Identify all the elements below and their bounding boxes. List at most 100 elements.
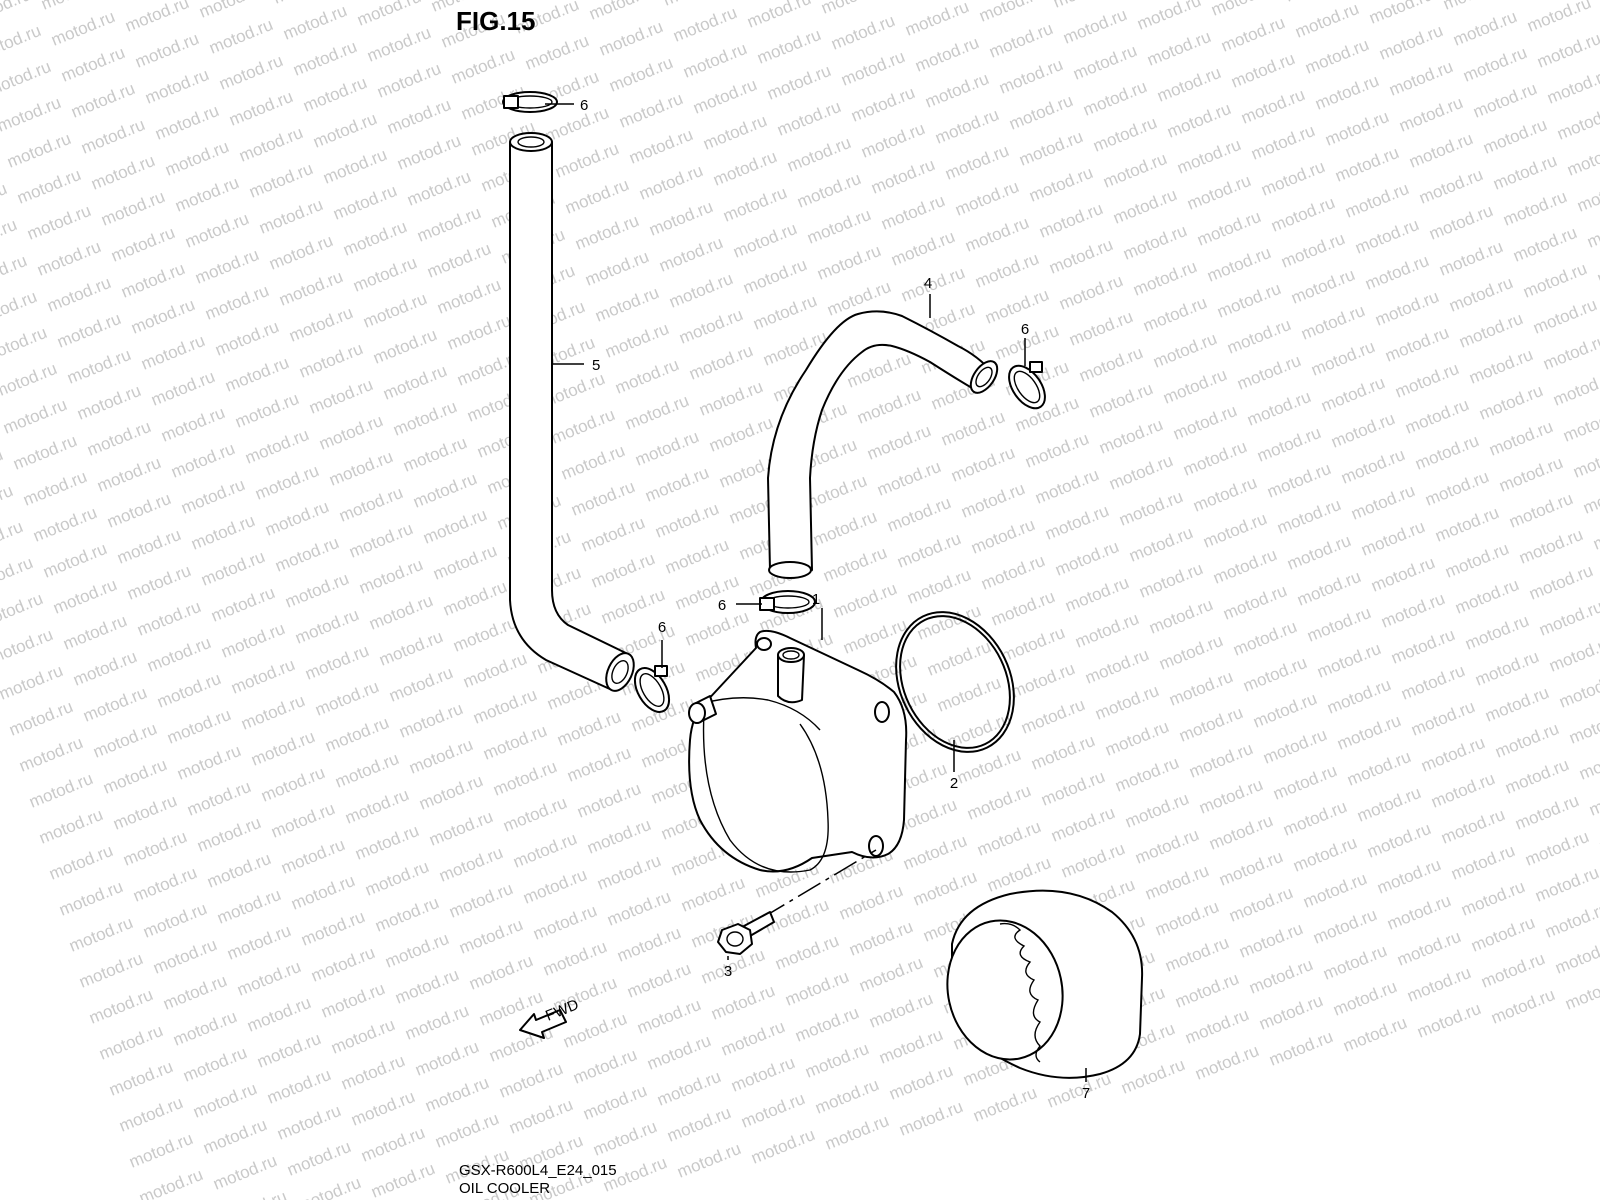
watermark-text: motod.ru	[1184, 171, 1253, 214]
watermark-text: motod.ru	[642, 463, 711, 506]
watermark-text: motod.ru	[690, 75, 759, 118]
watermark-text: motod.ru	[0, 589, 46, 632]
o-ring[interactable]	[874, 592, 1037, 771]
watermark-text: motod.ru	[160, 971, 229, 1014]
watermark-text: motod.ru	[394, 131, 463, 174]
watermark-text: motod.ru	[356, 555, 425, 598]
watermark-text: motod.ru	[686, 341, 755, 384]
clamp-upper-right[interactable]	[1002, 359, 1052, 414]
clamp-middle[interactable]	[759, 590, 816, 614]
watermark-text: motod.ru	[490, 757, 559, 800]
watermark-text: motod.ru	[1594, 245, 1600, 288]
watermark-text: motod.ru	[810, 507, 879, 550]
watermark-text: motod.ru	[1236, 919, 1305, 962]
watermark-text: motod.ru	[572, 211, 641, 254]
hose-upper[interactable]	[767, 310, 1003, 579]
watermark-text: motod.ru	[234, 957, 303, 1000]
watermark-text: motod.ru	[144, 633, 213, 676]
watermark-text: motod.ru	[1382, 323, 1451, 366]
callout-number-hose-clamp[interactable]: 6	[718, 597, 726, 614]
callout-number-oil-cooler-hose-upper[interactable]: 4	[924, 275, 932, 292]
callout-number-bolt[interactable]: 3	[724, 963, 732, 980]
watermark-text: motod.ru	[0, 323, 50, 366]
oil-cooler[interactable]	[688, 629, 908, 873]
watermark-text: motod.ru	[214, 885, 283, 928]
watermark-text: motod.ru	[1458, 877, 1527, 920]
watermark-text: motod.ru	[972, 249, 1041, 292]
callout-number-oil-cooler-hose-long[interactable]: 5	[592, 357, 600, 374]
callout-number-oil-filter[interactable]: 7	[1082, 1085, 1090, 1102]
watermark-text: motod.ru	[884, 493, 953, 536]
watermark-text: motod.ru	[1244, 387, 1313, 430]
watermark-text: motod.ru	[1486, 417, 1555, 460]
watermark-text: motod.ru	[196, 0, 265, 22]
oil-filter[interactable]	[935, 889, 1144, 1079]
watermark-text: motod.ru	[16, 733, 85, 776]
watermark-text: motod.ru	[390, 397, 459, 440]
watermark-text: motod.ru	[830, 579, 899, 622]
watermark-text: motod.ru	[4, 129, 73, 172]
watermark-text: motod.ru	[740, 255, 809, 298]
watermark-text: motod.ru	[0, 93, 64, 136]
watermark-text: motod.ru	[874, 457, 943, 500]
watermark-text: motod.ru	[0, 21, 44, 64]
watermark-text: motod.ru	[894, 529, 963, 572]
callout-number-hose-clamp[interactable]: 6	[658, 619, 666, 636]
watermark-text: motod.ru	[1102, 717, 1171, 760]
watermark-text: motod.ru	[1266, 1027, 1335, 1070]
watermark-text: motod.ru	[1322, 107, 1391, 150]
clamp-top[interactable]	[502, 91, 558, 113]
watermark-text: motod.ru	[812, 1075, 881, 1118]
watermark-text: motod.ru	[606, 53, 675, 96]
callout-number-hose-clamp[interactable]: 6	[1021, 321, 1029, 338]
watermark-text: motod.ru	[326, 447, 395, 490]
watermark-text: motod.ru	[1058, 839, 1127, 882]
watermark-text: motod.ru	[710, 147, 779, 190]
callout-number-hose-clamp[interactable]: 6	[580, 97, 588, 114]
watermark-text: motod.ru	[184, 777, 253, 820]
callout-number-o-ring[interactable]: 2	[950, 775, 958, 792]
watermark-text: motod.ru	[440, 577, 509, 620]
watermark-text: motod.ru	[284, 1137, 353, 1180]
watermark-text: motod.ru	[1302, 35, 1371, 78]
watermark-text: motod.ru	[354, 0, 423, 30]
watermark-text: motod.ru	[352, 821, 421, 864]
hose-long[interactable]	[509, 132, 639, 695]
watermark-text: motod.ru	[696, 377, 765, 420]
watermark-text: motod.ru	[444, 311, 513, 354]
watermark-text: motod.ru	[868, 155, 937, 198]
watermark-text: motod.ru	[100, 755, 169, 798]
watermark-text: motod.ru	[1510, 223, 1579, 266]
watermark-text: motod.ru	[136, 1165, 205, 1200]
watermark-text: motod.ru	[1402, 395, 1471, 438]
bolt[interactable]	[717, 849, 877, 955]
watermark-text: motod.ru	[20, 467, 89, 510]
section-name: OIL COOLER	[459, 1180, 551, 1197]
watermark-text: motod.ru	[764, 61, 833, 104]
watermark-text: motod.ru	[1552, 935, 1600, 978]
watermark-text: motod.ru	[866, 989, 935, 1032]
watermark-text: motod.ru	[116, 1093, 185, 1136]
clamp-left[interactable]	[628, 662, 676, 718]
watermark-text: motod.ru	[1384, 891, 1453, 934]
callout-number-oil-cooler[interactable]: 1	[812, 591, 820, 608]
watermark-text: motod.ru	[1048, 803, 1117, 846]
watermark-text: motod.ru	[1136, 559, 1205, 602]
watermark-text: motod.ru	[98, 187, 167, 230]
watermark-text: motod.ru	[738, 1089, 807, 1132]
watermark-text: motod.ru	[818, 0, 887, 18]
watermark-text: motod.ru	[364, 23, 433, 66]
watermark-text: motod.ru	[1354, 783, 1423, 826]
model-code: GSX-R600L4_E24_015	[459, 1162, 617, 1179]
watermark-text: motod.ru	[1234, 351, 1303, 394]
watermark-text: motod.ru	[1180, 437, 1249, 480]
watermark-text: motod.ru	[1190, 473, 1259, 516]
watermark-text: motod.ru	[346, 519, 415, 562]
watermark-text: motod.ru	[1546, 633, 1600, 676]
watermark-text: motod.ru	[1386, 57, 1455, 100]
watermark-text: motod.ru	[1100, 149, 1169, 192]
watermark-text: motod.ru	[406, 735, 475, 778]
watermark-text: motod.ru	[246, 159, 315, 202]
watermark-text: motod.ru	[1122, 789, 1191, 832]
